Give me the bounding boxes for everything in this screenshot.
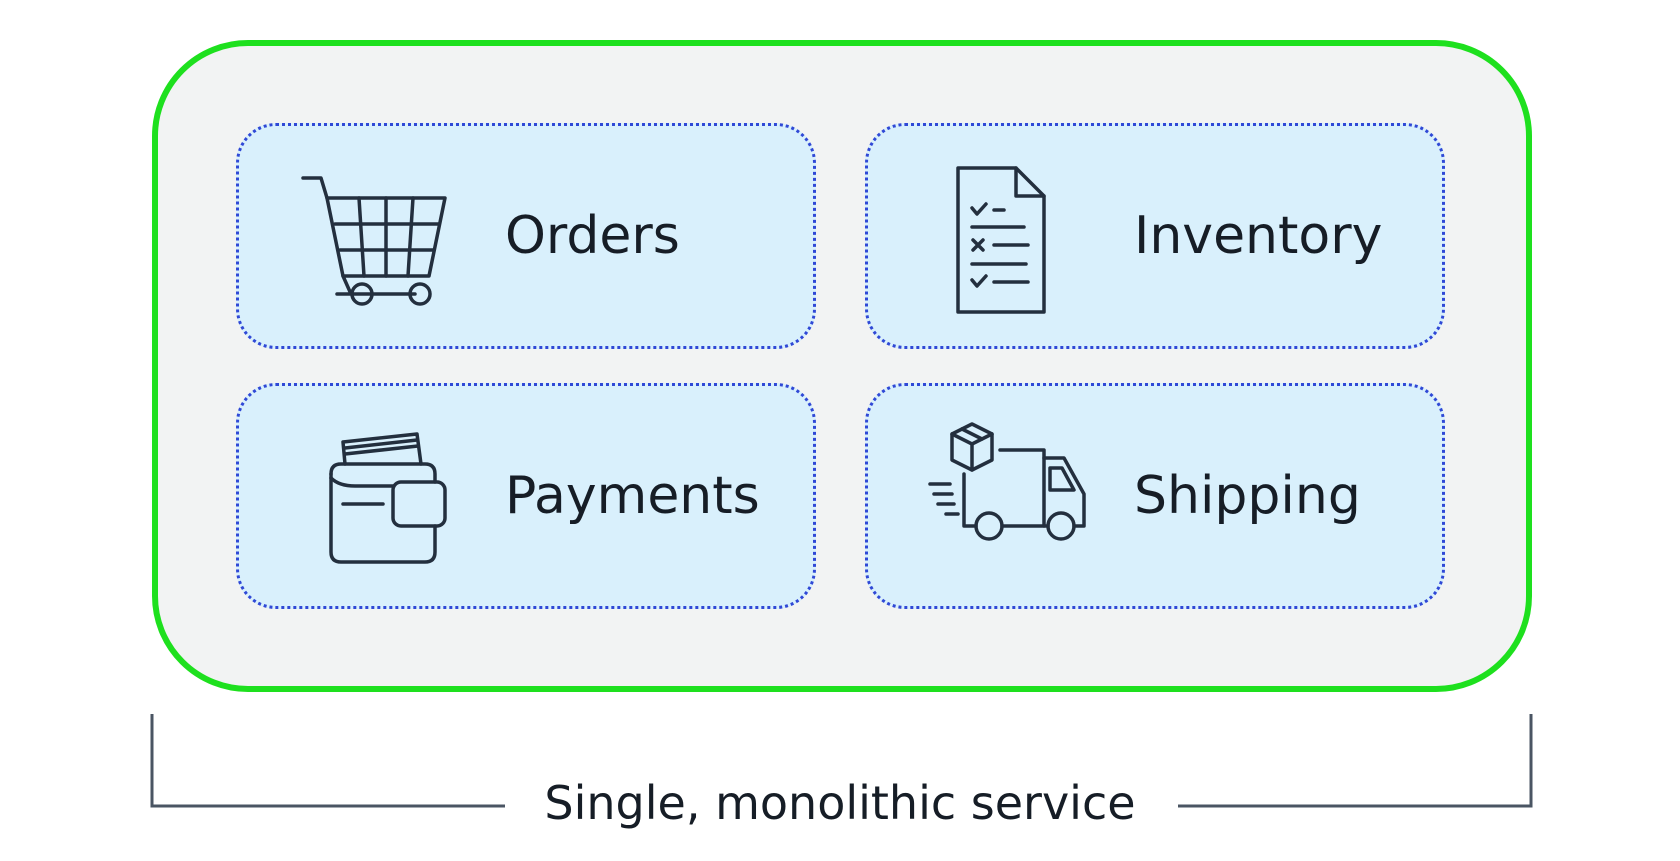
module-inventory: Inventory: [865, 123, 1445, 349]
shipping-label: Shipping: [1134, 466, 1361, 526]
diagram-caption: Single, monolithic service: [544, 776, 1136, 830]
wallet-icon: [329, 432, 447, 564]
payments-label: Payments: [505, 466, 760, 526]
module-orders: Orders: [236, 123, 816, 349]
delivery-truck-icon: [928, 422, 1086, 541]
module-shipping: Shipping: [865, 383, 1445, 609]
orders-label: Orders: [505, 206, 680, 266]
module-payments: Payments: [236, 383, 816, 609]
shopping-cart-icon: [301, 176, 447, 306]
checklist-document-icon: [956, 166, 1046, 314]
inventory-label: Inventory: [1134, 206, 1383, 266]
